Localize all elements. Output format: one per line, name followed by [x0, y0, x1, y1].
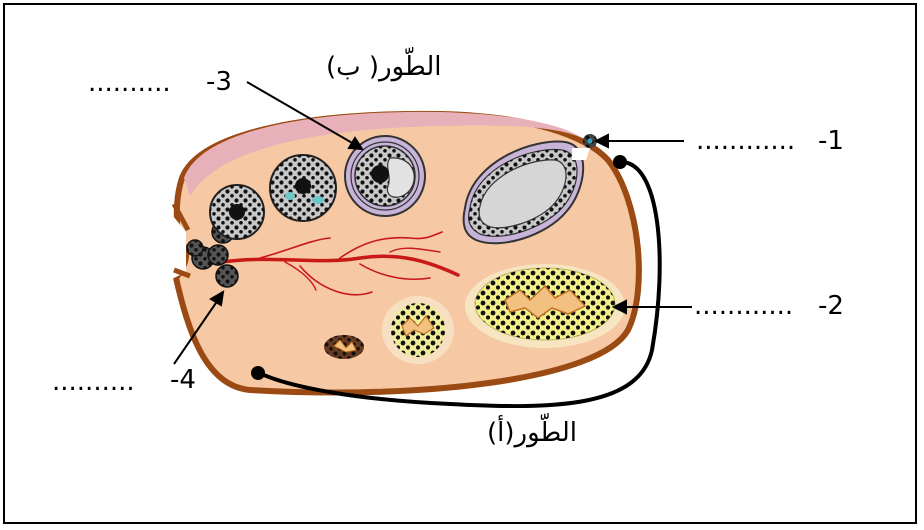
label-4-blank: ..........	[52, 369, 135, 395]
primary-follicle	[210, 185, 264, 239]
label-4-number: -4	[170, 367, 196, 393]
regressing-corpus-luteum	[382, 296, 454, 364]
label-2-number: -2	[818, 293, 844, 319]
label-1-number: -1	[818, 128, 844, 154]
corpus-luteum	[465, 264, 625, 348]
stage-a-start-dot	[613, 155, 627, 169]
secondary-follicle	[270, 155, 336, 221]
stage-a-end-dot	[251, 366, 265, 380]
label-1-blank: ............	[696, 128, 795, 154]
stage-b-label: الطّور( ب)	[326, 54, 442, 80]
label-2-blank: ............	[694, 293, 793, 319]
corpus-albicans	[324, 335, 364, 359]
label-3-number: -3	[206, 69, 232, 95]
stage-a-label: الطّور(أ)	[487, 420, 577, 446]
label-3-blank: ..........	[88, 70, 171, 96]
